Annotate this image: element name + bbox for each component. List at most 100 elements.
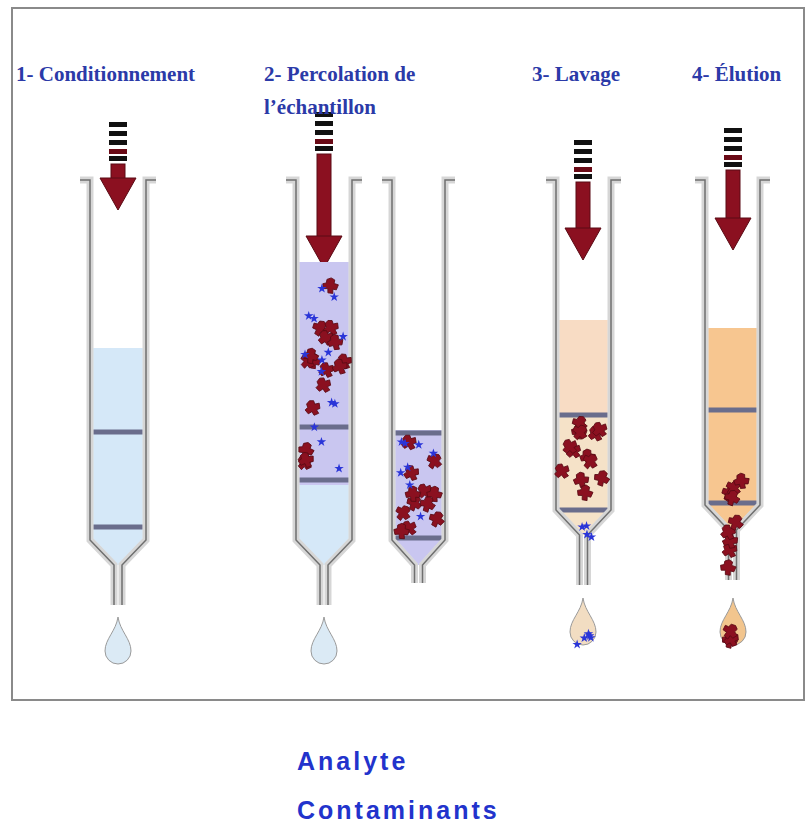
legend-panel (185, 733, 660, 827)
column-wall (286, 180, 362, 605)
contaminant-star (327, 398, 337, 407)
column-wall (546, 180, 621, 585)
arrow-stripe (315, 146, 333, 151)
column-wall (546, 180, 621, 585)
column-wall (286, 180, 362, 605)
contaminant-star (580, 633, 590, 642)
contaminant-star (300, 350, 310, 359)
contaminant-star (572, 639, 582, 648)
analyte-particle (722, 623, 738, 639)
arrow-stripe (109, 140, 127, 145)
arrow-stripe (574, 140, 592, 145)
contaminant-star (317, 355, 327, 364)
arrow-stripe (574, 174, 592, 179)
column-content (296, 485, 352, 540)
analyte-particle (297, 451, 315, 469)
analyte-particle (554, 463, 570, 479)
contaminant-star (334, 464, 344, 473)
column-content (556, 415, 611, 510)
contaminant-star (397, 437, 407, 446)
arrow-stripe (109, 149, 127, 154)
frit (556, 508, 611, 513)
analyte-particle (418, 495, 437, 514)
arrow-stripe (724, 137, 742, 142)
analyte-particle (718, 558, 738, 578)
column-content (296, 262, 352, 485)
arrow-stripe (724, 146, 742, 151)
column-wall (80, 180, 156, 605)
arrow-stripe (574, 158, 592, 163)
column-wall (695, 180, 770, 580)
contaminant-star (317, 437, 327, 446)
column-wall (382, 180, 455, 583)
drop (311, 617, 337, 664)
analyte-particle (592, 469, 611, 488)
frit (296, 425, 352, 430)
arrow-head (715, 218, 751, 250)
column-outline (695, 180, 770, 580)
contaminant-star (317, 367, 327, 376)
step-heading: 3- Lavage (532, 58, 662, 91)
analyte-particle (563, 439, 577, 453)
contaminant-star (582, 529, 592, 538)
column-wall (80, 180, 156, 605)
step-heading: 1- Conditionnement (16, 58, 246, 91)
arrow-head (565, 228, 601, 260)
column-outline (286, 180, 362, 605)
arrow-head (100, 178, 136, 210)
arrow-stripe (315, 121, 333, 126)
columns (80, 112, 770, 664)
step-heading: 2- Percolation de l’échantillon (264, 58, 454, 124)
column-outline (382, 180, 455, 583)
frit (705, 408, 760, 413)
analyte-particle (582, 453, 598, 469)
contaminant-star (403, 462, 413, 471)
frit (90, 525, 146, 530)
contaminant-star (310, 422, 320, 431)
analyte-particle (392, 521, 412, 541)
analyte-particle (395, 505, 411, 521)
contaminant-star (329, 292, 339, 301)
column-content (705, 328, 760, 505)
arrow-stripe (109, 122, 127, 127)
analyte-particle (403, 484, 423, 504)
arrow-stripe (109, 131, 127, 136)
arrow-stripe (109, 156, 127, 161)
arrow-stripe (574, 167, 592, 172)
contaminant-star (416, 511, 426, 520)
drop (570, 598, 596, 645)
arrow-shaft (576, 182, 590, 232)
arrow-stripe (724, 155, 742, 160)
analyte-particle (592, 422, 607, 437)
analyte-particle (732, 471, 751, 490)
analyte-particle (572, 424, 588, 440)
analyte-particle (727, 513, 745, 531)
column-wall (382, 180, 455, 583)
frame (12, 8, 804, 700)
analyte-particle (331, 357, 349, 375)
contaminant-star (577, 522, 587, 531)
analyte-particle (301, 346, 321, 366)
frit (296, 478, 352, 483)
contaminant-star (405, 480, 415, 489)
arrow-stripe (724, 128, 742, 133)
contaminant-star (324, 347, 334, 356)
contaminant-star (317, 283, 327, 292)
legend-text: Analyte (297, 747, 408, 776)
contaminant-star (396, 468, 406, 477)
analyte-particle (321, 276, 341, 296)
analyte-particle (575, 483, 595, 503)
arrow-shaft (726, 170, 740, 222)
arrow-stripe (724, 162, 742, 167)
arrow-stripe (574, 149, 592, 154)
legend: AnalyteContaminants (185, 733, 660, 827)
analyte-particle (304, 399, 321, 416)
arrow-shaft (317, 154, 331, 240)
contaminant-star (309, 314, 319, 323)
analyte-particle (428, 510, 446, 528)
analyte-particle (315, 377, 331, 393)
column-outline (80, 180, 156, 605)
legend-text: Contaminants (297, 796, 500, 825)
column-content (556, 320, 611, 415)
